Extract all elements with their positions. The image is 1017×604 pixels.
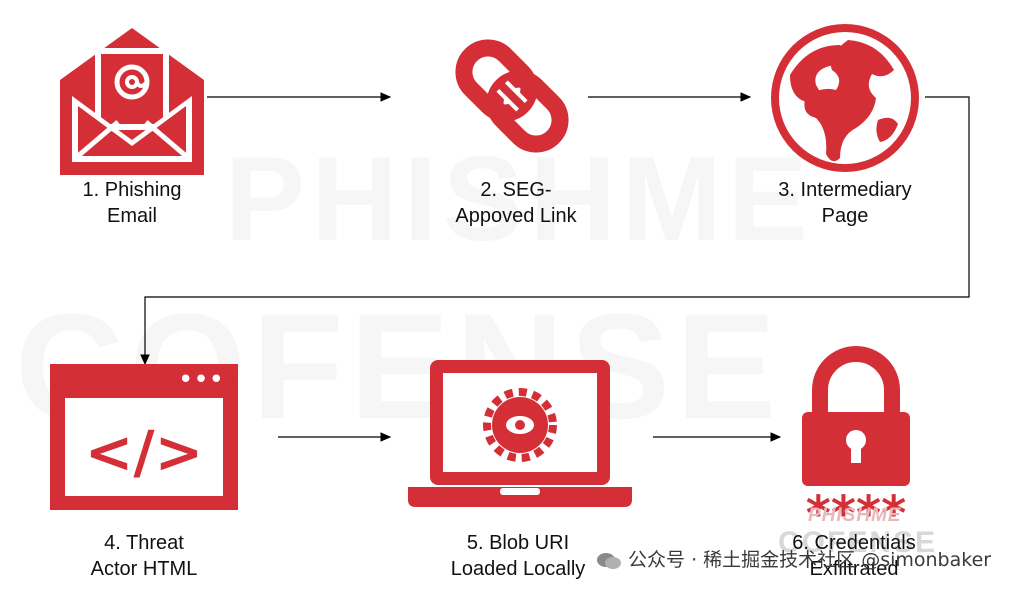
- padlock-icon: ****: [802, 346, 910, 542]
- globe-icon: [771, 24, 919, 172]
- laptop-eye-icon: [408, 360, 632, 507]
- email-icon: [60, 28, 204, 175]
- brand-big-watermark: COFENSE: [778, 526, 938, 559]
- arrow-3-to-4: [140, 96, 970, 366]
- footer-watermark-text: 公众号 · 稀土掘金技术社区 @simonbaker: [628, 549, 992, 571]
- wechat-icon: [597, 552, 621, 569]
- code-window-icon: ••• </>: [50, 364, 238, 510]
- link-icon: [455, 39, 569, 153]
- step-label-2: 2. SEG-Appoved Link: [455, 179, 577, 227]
- brand-small-watermark: PHISHME: [808, 505, 902, 526]
- footer-watermark: 公众号 · 稀土掘金技术社区 @simonbaker: [596, 545, 991, 572]
- password-mask: ****: [806, 486, 906, 542]
- code-glyph: </>: [85, 418, 203, 486]
- window-dots: •••: [178, 365, 224, 395]
